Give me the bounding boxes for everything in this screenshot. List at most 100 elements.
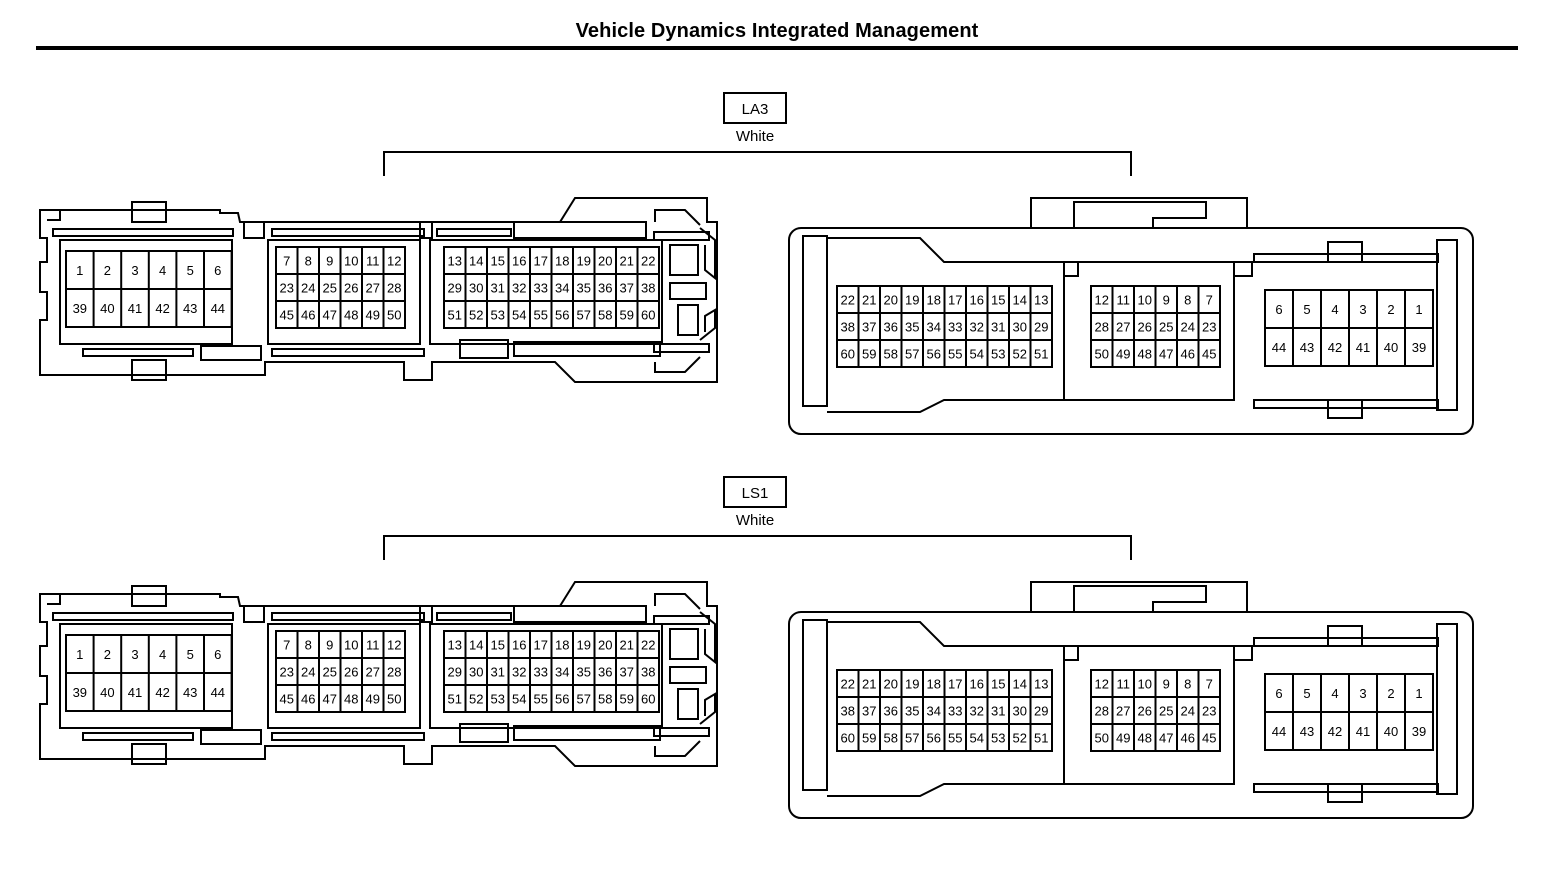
pin-number: 44 (1272, 724, 1286, 739)
pin-number: 24 (301, 281, 315, 296)
pin-number: 17 (948, 293, 962, 308)
pin-number: 33 (948, 704, 962, 719)
rib (419, 605, 433, 623)
pin-number: 59 (620, 308, 634, 323)
pin-number: 24 (1181, 320, 1195, 335)
male-block-1-housing (59, 239, 233, 345)
top-latch (1327, 625, 1363, 647)
rib (82, 348, 194, 357)
pin-number: 23 (1202, 704, 1216, 719)
pin-number: 52 (1013, 347, 1027, 362)
pin-number: 30 (1013, 320, 1027, 335)
pin-number: 2 (104, 647, 111, 662)
pin-number: 36 (884, 704, 898, 719)
pin-number: 28 (1095, 704, 1109, 719)
pin-number: 16 (512, 254, 526, 269)
pin-number: 51 (448, 692, 462, 707)
pin-number: 55 (534, 692, 548, 707)
rib (243, 221, 265, 239)
pin-number: 30 (1013, 704, 1027, 719)
pin-number: 38 (841, 320, 855, 335)
pin-number: 50 (1095, 731, 1109, 746)
pin-number: 55 (534, 308, 548, 323)
lock-arm (654, 209, 701, 226)
pin-number: 17 (534, 638, 548, 653)
pin-number: 35 (577, 665, 591, 680)
pin-number: 25 (1159, 320, 1173, 335)
lock-arm (699, 611, 716, 665)
connector-bracket (383, 151, 1132, 176)
pin-number: 13 (448, 254, 462, 269)
side-rail (1436, 239, 1458, 411)
pin-number: 13 (448, 638, 462, 653)
pin-number: 38 (641, 665, 655, 680)
pin-number: 8 (1184, 677, 1191, 692)
pin-number: 29 (1034, 320, 1048, 335)
pin-number: 2 (1387, 302, 1394, 317)
pin-number: 56 (555, 692, 569, 707)
pin-number: 43 (1300, 724, 1314, 739)
pin-number: 53 (991, 731, 1005, 746)
pin-number: 15 (491, 254, 505, 269)
pin-number: 31 (991, 320, 1005, 335)
pin-number: 8 (305, 638, 312, 653)
pin-number: 58 (598, 692, 612, 707)
pin-number: 28 (1095, 320, 1109, 335)
pin-number: 15 (991, 293, 1005, 308)
pin-number: 13 (1034, 293, 1048, 308)
top-latch (131, 201, 167, 223)
pin-number: 14 (1013, 677, 1027, 692)
rib (653, 231, 710, 241)
pin-number: 45 (1202, 731, 1216, 746)
rib (436, 612, 512, 621)
top-lock-detail (1073, 201, 1207, 228)
pin-number: 55 (948, 731, 962, 746)
pin-number: 54 (970, 731, 984, 746)
side-rail (802, 235, 828, 407)
connector-bracket (383, 535, 1132, 560)
pin-number: 5 (187, 647, 194, 662)
pin-number: 31 (991, 704, 1005, 719)
pin-number: 43 (183, 685, 197, 700)
pin-number: 47 (323, 308, 337, 323)
pin-number: 48 (344, 692, 358, 707)
pin-number: 41 (128, 685, 142, 700)
pin-number: 59 (620, 692, 634, 707)
male-block-3-housing (429, 623, 663, 729)
pin-number: 43 (1300, 340, 1314, 355)
lock-tab (669, 244, 699, 276)
pin-number: 16 (970, 677, 984, 692)
pin-number: 15 (991, 677, 1005, 692)
pin-number: 3 (131, 263, 138, 278)
top-lock-detail (1073, 585, 1207, 612)
pin-number: 32 (512, 281, 526, 296)
top-lock (1030, 197, 1248, 229)
rib (513, 725, 661, 741)
pin-number: 54 (512, 308, 526, 323)
pin-number: 57 (905, 731, 919, 746)
pin-number: 53 (491, 308, 505, 323)
pin-number: 20 (598, 638, 612, 653)
pin-number: 51 (1034, 347, 1048, 362)
connector-id-label: LA3 (742, 101, 769, 118)
pin-number: 46 (301, 692, 315, 707)
pin-number: 33 (534, 281, 548, 296)
housing-notch (47, 209, 61, 221)
pin-number: 3 (1359, 686, 1366, 701)
pin-number: 30 (469, 281, 483, 296)
pin-number: 34 (555, 281, 569, 296)
pin-number: 42 (155, 301, 169, 316)
pin-number: 35 (577, 281, 591, 296)
corner-key (1233, 261, 1253, 277)
pin-number: 18 (555, 254, 569, 269)
pin-number: 28 (387, 665, 401, 680)
pin-number: 12 (387, 638, 401, 653)
pin-number: 11 (1117, 677, 1131, 692)
pin-number: 42 (1328, 340, 1342, 355)
